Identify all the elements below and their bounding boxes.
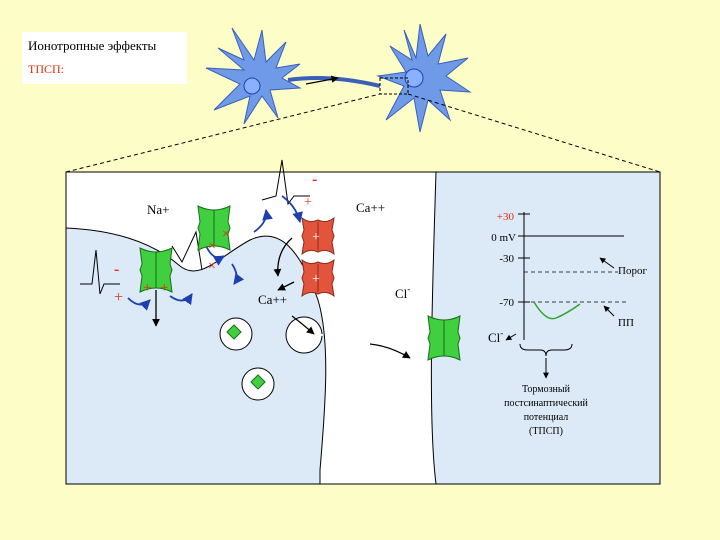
page-subtitle: ТПСП: [28, 62, 64, 76]
tick-label: -70 [499, 297, 514, 309]
tick-label: -30 [499, 253, 514, 265]
ion-labels: Na+ Ca++ Ca++ Cl- [147, 200, 410, 307]
svg-text:-: - [312, 171, 317, 188]
postsynaptic-cell [430, 171, 661, 485]
calcium-label-bottom: Ca++ [258, 292, 287, 307]
page-title: Ионотропные эффекты [28, 38, 157, 53]
threshold-label: Порог [618, 265, 647, 277]
charge-symbols: - + + + - + + + × × × [114, 171, 320, 306]
signal-arrow [305, 75, 339, 85]
svg-text:-: - [114, 261, 119, 278]
vesicle [241, 367, 275, 401]
title-box: Ионотропные эффекты ТПСП: [22, 32, 187, 84]
calcium-label-top: Ca++ [356, 200, 385, 215]
tick-label: +30 [497, 211, 515, 223]
chloride-graph-label: Cl- [488, 328, 503, 345]
sodium-label: Na+ [147, 202, 170, 217]
psp-label-line: Тормозный [522, 384, 571, 395]
tick-label: 0 mV [491, 232, 516, 244]
action-potential-trace [261, 159, 310, 206]
current-flow-arrows [127, 195, 303, 311]
action-potential-trace [80, 249, 120, 295]
vesicle [219, 317, 253, 351]
chloride-channel [427, 315, 461, 361]
membrane-potential-graph [505, 212, 626, 379]
svg-text:+: + [114, 289, 123, 306]
ipsp-curve [533, 301, 581, 320]
svg-text:+: + [160, 280, 168, 296]
psp-label-line: потенциал [524, 412, 569, 423]
zoom-line-left [65, 93, 381, 173]
psp-label-line: (ТПСП) [529, 426, 563, 437]
zoom-region [379, 77, 409, 95]
psp-label-line: постсинаптический [504, 398, 588, 409]
svg-text:×: × [208, 259, 216, 274]
svg-text:+: + [312, 230, 320, 245]
svg-text:+: + [312, 272, 320, 287]
svg-text:×: × [208, 239, 216, 254]
chloride-label: Cl- [395, 284, 410, 301]
svg-text:×: × [222, 227, 230, 242]
resting-potential-label: ПП [618, 317, 634, 329]
presynaptic-terminal [65, 227, 327, 485]
presynaptic-neuron [205, 27, 381, 125]
zoom-line-right [407, 93, 661, 173]
action-potential-trace [171, 230, 203, 271]
svg-text:+: + [143, 280, 151, 296]
svg-text:+: + [304, 195, 312, 210]
graph-labels: +30 0 mV -30 -70 Порог ПП Cl- Тормозный … [488, 211, 647, 437]
fusing-vesicle [285, 316, 323, 354]
